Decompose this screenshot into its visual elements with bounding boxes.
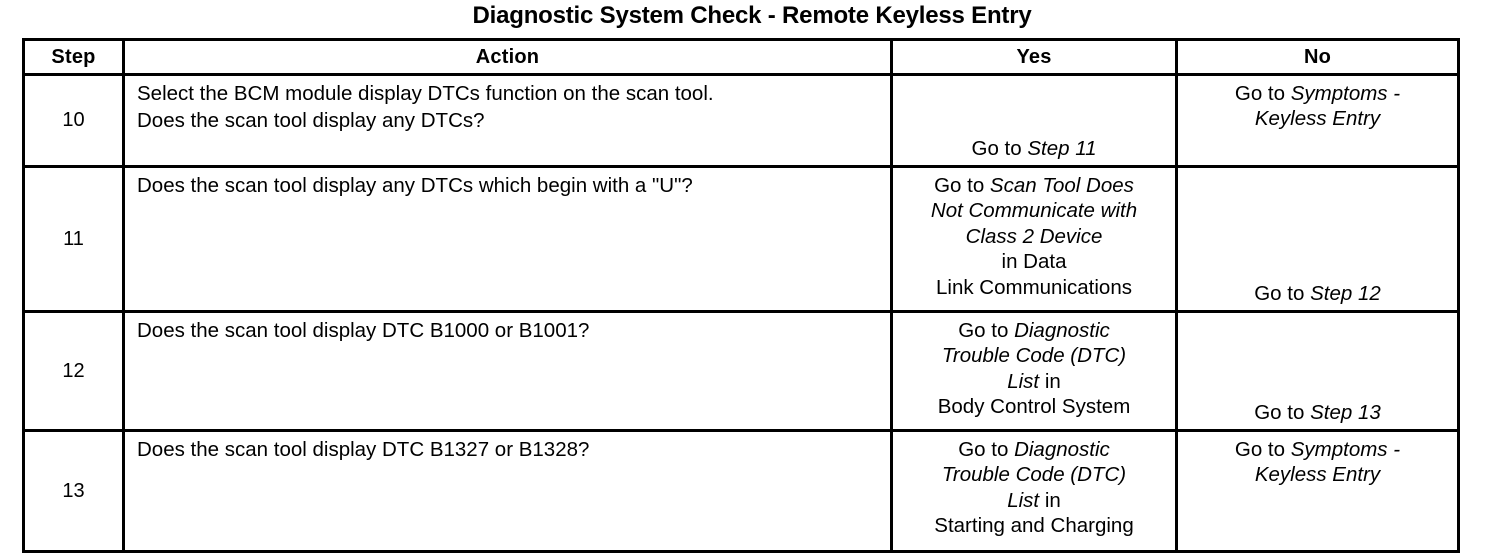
answer-text-italic: List bbox=[1007, 369, 1040, 393]
answer-text-tail: in bbox=[1039, 488, 1061, 512]
action-line: Does the scan tool display any DTCs whic… bbox=[137, 174, 693, 197]
answer-line: Trouble Code (DTC) bbox=[897, 343, 1171, 368]
answer-text-italic: Step 11 bbox=[1027, 136, 1097, 160]
answer-text-italic: Class 2 Device bbox=[965, 224, 1103, 248]
answer-text-italic: List bbox=[1007, 488, 1040, 512]
column-header-no: No bbox=[1175, 38, 1460, 76]
action-cell: Does the scan tool display DTC B1000 or … bbox=[122, 310, 893, 432]
page-title: Diagnostic System Check - Remote Keyless… bbox=[472, 2, 1032, 29]
answer-line: Go to Symptoms - bbox=[1182, 81, 1453, 106]
answer-text-italic: Not Communicate with bbox=[930, 199, 1138, 223]
action-cell: Does the scan tool display any DTCs whic… bbox=[122, 165, 893, 313]
no-answer-cell: Go to Symptoms -Keyless Entry bbox=[1175, 429, 1460, 553]
answer-text-roman: Go to bbox=[934, 174, 990, 197]
step-number-cell: 13 bbox=[22, 429, 125, 553]
answer-line: Go to Step 11 bbox=[897, 136, 1171, 161]
table-row: 12 Does the scan tool display DTC B1000 o… bbox=[22, 310, 1460, 432]
answer-text-roman: Go to bbox=[958, 438, 1015, 461]
answer-text-roman: Go to bbox=[1234, 438, 1291, 461]
column-header-step: Step bbox=[22, 38, 125, 76]
answer-line: Go to Scan Tool Does bbox=[897, 173, 1171, 198]
answer-line: List in bbox=[897, 369, 1171, 394]
answer-line: in Data bbox=[897, 249, 1171, 274]
answer-text-italic: Diagnostic bbox=[1014, 319, 1110, 342]
step-number-cell: 10 bbox=[22, 73, 125, 168]
diagnostic-steps-table: Step Action Yes No 10 Select the BCM modu… bbox=[22, 38, 1460, 553]
answer-line: Go to Step 13 bbox=[1182, 400, 1453, 425]
answer-text-roman: Body Control System bbox=[937, 395, 1131, 419]
answer-text-italic: Keyless Entry bbox=[1254, 107, 1381, 131]
action-cell: Select the BCM module display DTCs funct… bbox=[122, 73, 893, 168]
answer-line: Starting and Charging bbox=[897, 513, 1171, 538]
answer-line: Keyless Entry bbox=[1182, 462, 1453, 487]
action-line: Does the scan tool display DTC B1000 or … bbox=[137, 319, 590, 342]
table-row: 11 Does the scan tool display any DTCs wh… bbox=[22, 165, 1460, 313]
answer-text-roman: Go to bbox=[971, 136, 1028, 160]
answer-line: Class 2 Device bbox=[897, 224, 1171, 249]
step-number-cell: 12 bbox=[22, 310, 125, 432]
answer-text-italic: Step 12 bbox=[1310, 281, 1381, 305]
table-row: 13 Does the scan tool display DTC B1327 o… bbox=[22, 429, 1460, 553]
answer-line: Go to Step 12 bbox=[1182, 281, 1453, 306]
answer-text-roman: Link Communications bbox=[936, 275, 1132, 299]
no-answer-cell: Go to Step 12 bbox=[1175, 165, 1460, 313]
table-body: 10 Select the BCM module display DTCs fun… bbox=[22, 73, 1460, 553]
answer-text-italic: Keyless Entry bbox=[1254, 463, 1381, 487]
answer-line: Body Control System bbox=[897, 394, 1171, 419]
answer-text-roman: Go to bbox=[1254, 281, 1311, 305]
answer-text-tail: in bbox=[1039, 369, 1061, 393]
column-header-action: Action bbox=[122, 38, 893, 76]
answer-text-italic: Symptoms - bbox=[1290, 438, 1401, 461]
action-cell: Does the scan tool display DTC B1327 or … bbox=[122, 429, 893, 553]
answer-line: List in bbox=[897, 488, 1171, 513]
answer-text-roman: Go to bbox=[1254, 400, 1311, 424]
answer-text-roman: Go to bbox=[1234, 82, 1291, 105]
column-header-yes: Yes bbox=[890, 38, 1178, 76]
table-row: 10 Select the BCM module display DTCs fun… bbox=[22, 73, 1460, 168]
yes-answer-cell: Go to Step 11 bbox=[890, 73, 1178, 168]
answer-text-italic: Symptoms - bbox=[1290, 82, 1401, 105]
answer-line: Link Communications bbox=[897, 275, 1171, 300]
action-line: Select the BCM module display DTCs funct… bbox=[137, 82, 714, 105]
answer-text-italic: Scan Tool Does bbox=[989, 174, 1134, 197]
answer-line: Go to Diagnostic bbox=[897, 318, 1171, 343]
action-line: Does the scan tool display any DTCs? bbox=[137, 109, 485, 133]
no-answer-cell: Go to Step 13 bbox=[1175, 310, 1460, 432]
answer-text-italic: Trouble Code (DTC) bbox=[941, 344, 1127, 368]
answer-line: Not Communicate with bbox=[897, 198, 1171, 223]
answer-text-italic: Trouble Code (DTC) bbox=[941, 463, 1127, 487]
table-header-row: Step Action Yes No bbox=[22, 38, 1460, 76]
answer-text-roman: in Data bbox=[1001, 250, 1067, 274]
answer-line: Keyless Entry bbox=[1182, 106, 1453, 131]
answer-text-roman: Starting and Charging bbox=[934, 514, 1134, 538]
step-number-cell: 11 bbox=[22, 165, 125, 313]
answer-line: Go to Diagnostic bbox=[897, 437, 1171, 462]
answer-line: Trouble Code (DTC) bbox=[897, 462, 1171, 487]
answer-text-italic: Diagnostic bbox=[1014, 438, 1110, 461]
answer-line: Go to Symptoms - bbox=[1182, 437, 1453, 462]
answer-text-italic: Step 13 bbox=[1310, 400, 1381, 424]
no-answer-cell: Go to Symptoms -Keyless Entry bbox=[1175, 73, 1460, 168]
answer-text-roman: Go to bbox=[958, 319, 1015, 342]
action-line: Does the scan tool display DTC B1327 or … bbox=[137, 438, 590, 461]
